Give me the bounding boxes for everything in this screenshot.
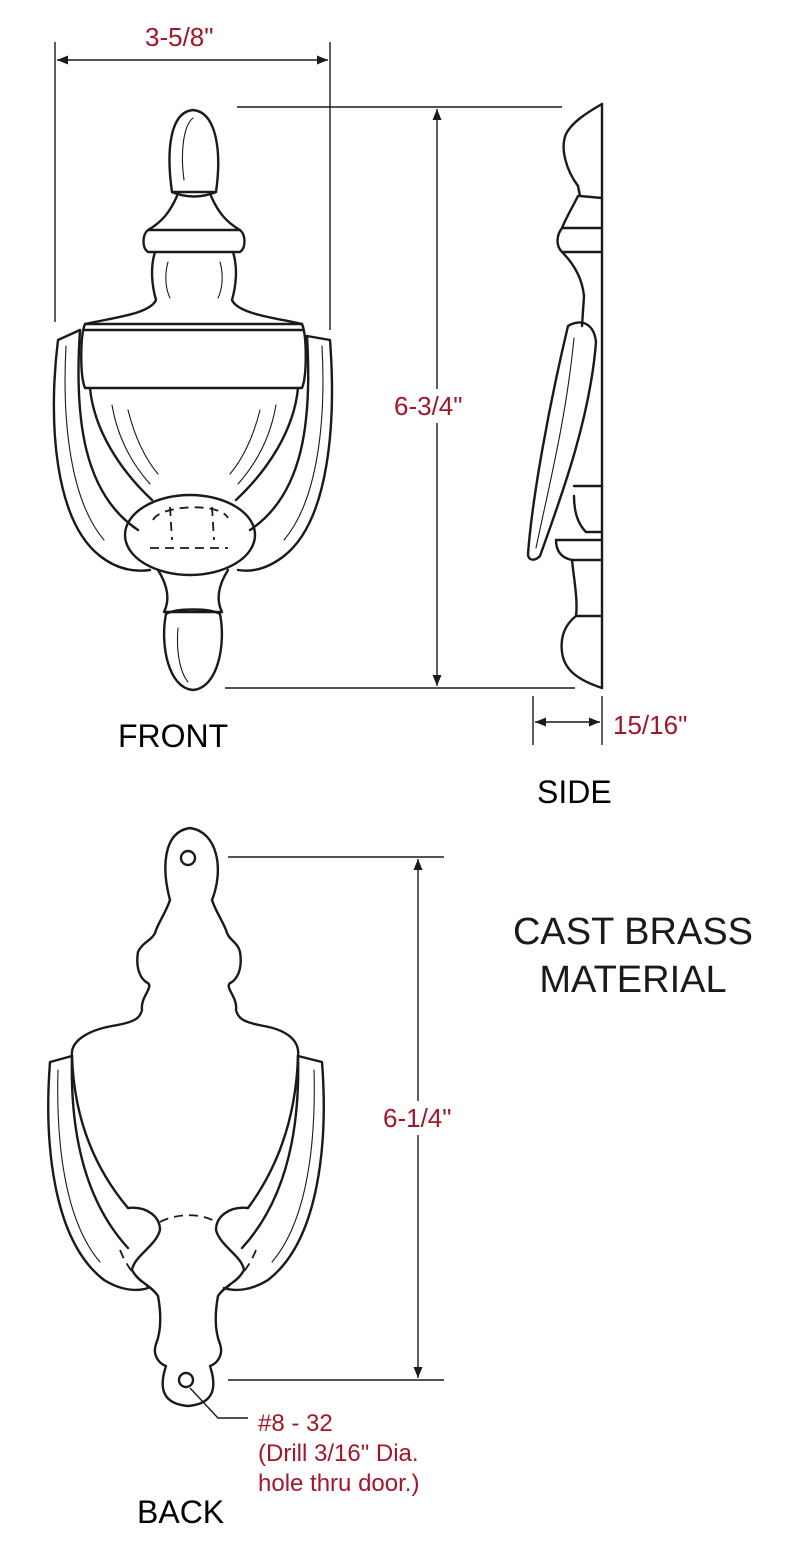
depth-dimension-label: 15/16" <box>613 710 688 740</box>
width-dimension <box>54 42 331 330</box>
front-view-label: FRONT <box>118 718 229 754</box>
screw-size: #8 - 32 <box>258 1410 333 1437</box>
material-line-1: CAST BRASS <box>512 911 754 953</box>
front-height-dimension-label: 6-3/4" <box>394 389 463 423</box>
side-view-drawing <box>526 102 604 690</box>
screw-note: #8 - 32 (Drill 3/16" Dia. hole thru door… <box>258 1409 419 1499</box>
drill-instruction-cont: hole thru door.) <box>258 1470 420 1497</box>
back-view-label: BACK <box>137 1494 225 1530</box>
material-line-2: MATERIAL <box>539 959 727 1001</box>
material-callout: CAST BRASS MATERIAL <box>497 908 769 1004</box>
bottom-mounting-hole <box>177 1371 195 1389</box>
drill-instruction: (Drill 3/16" Dia. <box>258 1440 419 1467</box>
front-view-drawing <box>52 108 334 692</box>
back-view-drawing <box>47 826 325 1408</box>
screw-note-leader <box>189 1387 248 1419</box>
back-height-dimension-label: 6-1/4" <box>383 1101 452 1135</box>
depth-dimension <box>532 696 603 745</box>
width-dimension-label: 3-5/8" <box>145 22 214 52</box>
side-view-label: SIDE <box>537 774 612 810</box>
top-mounting-hole <box>179 849 197 867</box>
